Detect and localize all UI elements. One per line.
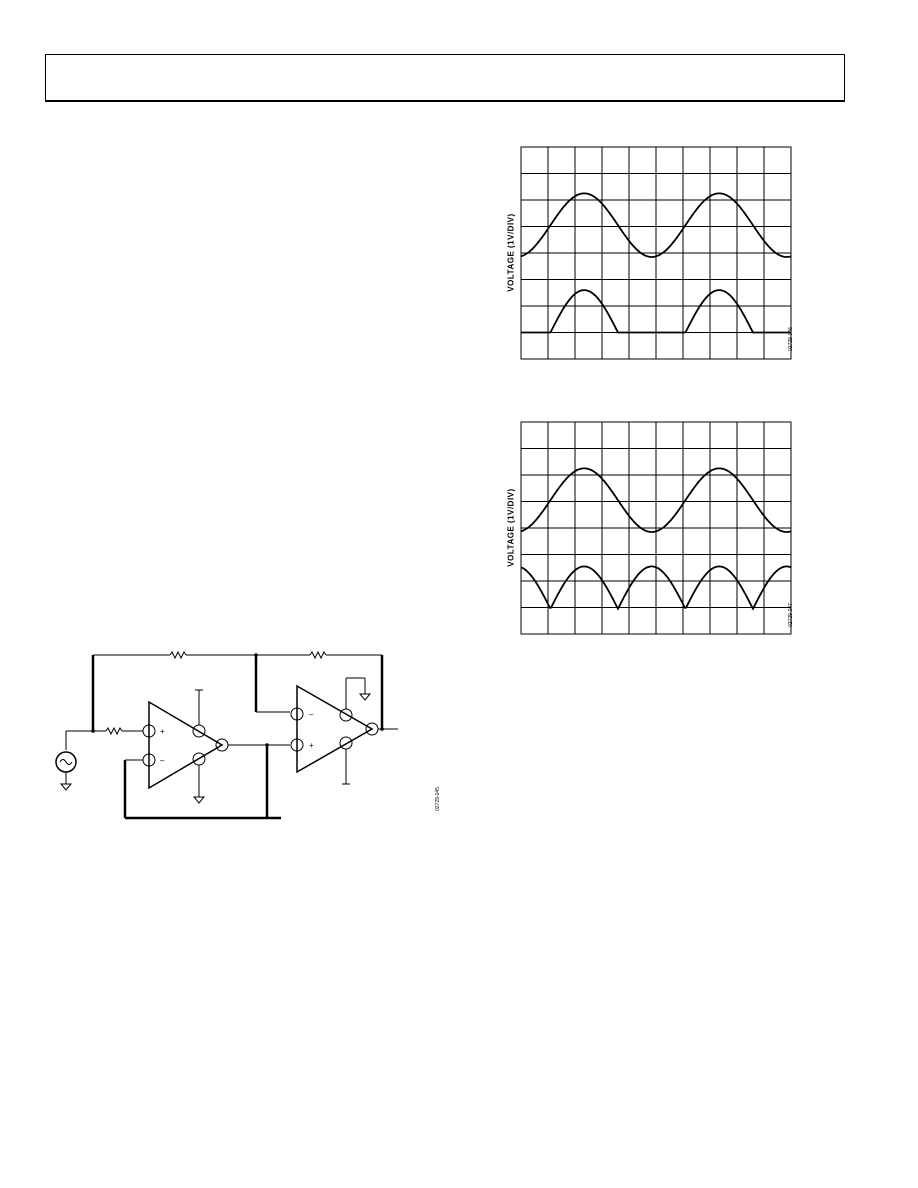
amplifier-1 [148,700,224,790]
resistor-feedback-1 [169,650,187,660]
scope-full-wave [520,421,792,635]
junction-dot [265,743,269,747]
resistor-feedback-2 [309,650,327,660]
scope-half-wave [520,146,792,360]
sine-icon [59,759,73,765]
scope1-ylabel: VOLTAGE (1V/DIV) [506,213,516,292]
amp1-pin-plus [142,724,156,738]
amp2-plus-label: + [309,741,314,750]
ground-icon [192,796,206,804]
half-wave-output-trace [521,289,791,334]
junction-dot [254,653,258,657]
scope1-figure-id: 02729-046 [788,327,794,351]
scope2-ylabel: VOLTAGE (1V/DIV) [506,488,516,567]
scope2-figure-id: 02729-047 [788,603,794,627]
amp1-plus-label: + [160,727,165,736]
amp2-minus-label: – [309,710,314,719]
schematic-figure-id: 02729-045 [435,787,441,811]
junction-dot [91,729,95,733]
full-wave-output-trace [520,565,792,611]
page-header-box [45,54,845,102]
resistor-input [105,726,123,736]
amp2-pin-plus [290,738,304,752]
rectifier-schematic: + – – + [55,650,398,820]
input-sine-trace [520,192,792,258]
junction-dot [380,727,384,731]
amplifier-2 [296,684,374,774]
amp2-pin-top [339,708,353,722]
scope-grid [520,146,792,360]
amp2-pin-bottom [339,736,353,750]
input-sine-trace [520,467,792,533]
scope-grid [520,421,792,635]
ground-icon [59,783,73,791]
amp2-pin-minus [290,707,304,721]
amp1-minus-label: – [160,756,165,765]
ground-icon [358,693,372,701]
